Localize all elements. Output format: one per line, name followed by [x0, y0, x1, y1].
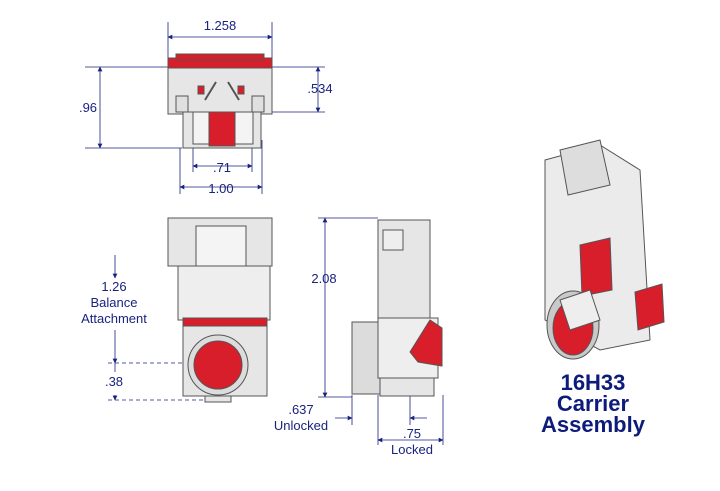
- top-inner-width-label: .71: [213, 160, 231, 175]
- top-base-width-label: 1.00: [208, 181, 233, 196]
- side-view: 2.08 .637 Unlocked .75 Locked: [274, 217, 444, 457]
- side-dimensions: [318, 217, 444, 445]
- isometric-view: [544, 139, 665, 360]
- product-title-line2: Assembly: [541, 412, 646, 437]
- side-view-part: [351, 219, 443, 397]
- product-model: 16H33: [561, 370, 626, 395]
- front-view-part: [167, 217, 273, 403]
- front-view: 1.26 Balance Attachment .38: [81, 217, 273, 403]
- side-unlocked-value: .637: [288, 402, 313, 417]
- front-dimensions: [108, 255, 215, 401]
- side-height-label: 2.08: [311, 271, 336, 286]
- front-attachment-label: Attachment: [81, 311, 147, 326]
- top-height-label: .96: [79, 100, 97, 115]
- front-balance-label: Balance: [91, 295, 138, 310]
- front-bottom-label: .38: [105, 374, 123, 389]
- side-locked-label: Locked: [391, 442, 433, 457]
- top-view: 1.258 .96 .534 .71 1.00: [79, 18, 333, 196]
- top-view-part: [167, 53, 273, 149]
- top-inner-height-label: .534: [307, 81, 332, 96]
- top-width-label: 1.258: [204, 18, 237, 33]
- product-title-line1: Carrier: [557, 391, 630, 416]
- side-unlocked-label: Unlocked: [274, 418, 328, 433]
- front-height-label: 1.26: [101, 279, 126, 294]
- side-locked-value: .75: [403, 426, 421, 441]
